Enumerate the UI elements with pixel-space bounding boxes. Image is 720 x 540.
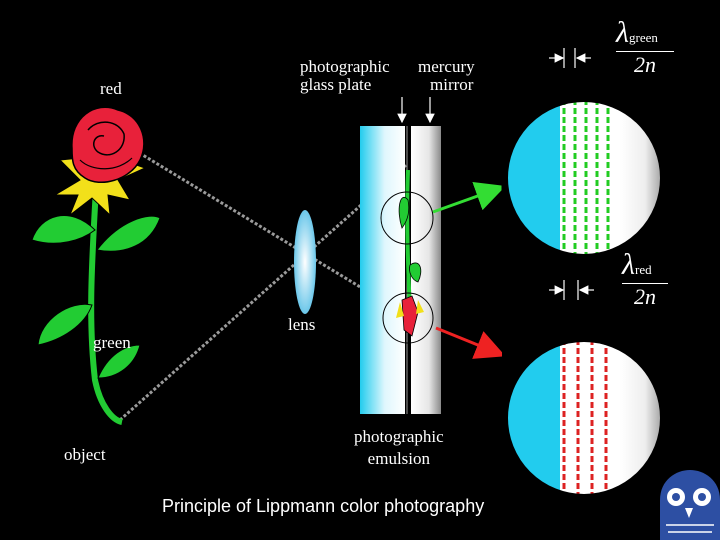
- formula-green-den: 2n: [634, 52, 656, 77]
- label-mercury-mirror-line2: mirror: [430, 74, 474, 94]
- formula-green: λgreen 2n: [616, 18, 674, 78]
- arrow-red: [435, 326, 506, 359]
- formula-red-lambda: λ: [622, 248, 635, 281]
- label-green: green: [93, 333, 131, 352]
- formula-green-sub: green: [629, 30, 658, 45]
- label-glass-plate-line2: glass plate: [300, 74, 372, 94]
- label-emulsion-line1: photographic: [354, 427, 444, 446]
- label-red: red: [100, 79, 122, 98]
- owl-logo-icon: [660, 470, 720, 540]
- spacing-indicator-green: [549, 48, 591, 68]
- magnify-circle-top: [380, 191, 434, 245]
- label-mercury-mirror-line1: mercury: [418, 57, 475, 76]
- label-emulsion-line2: emulsion: [367, 448, 431, 468]
- arrow-green: [432, 181, 506, 214]
- lens-icon: [294, 210, 316, 314]
- label-lens: lens: [288, 315, 316, 334]
- label-glass-plate-line1: photographic: [300, 57, 390, 76]
- light-rays: [117, 138, 409, 422]
- label-emulsion: photographic emulsion: [354, 428, 444, 468]
- formula-red-bar: [622, 283, 668, 284]
- diagram-caption: Principle of Lippmann color photography: [162, 496, 485, 516]
- formula-green-bar: [616, 51, 674, 52]
- spacing-indicator-red: [549, 280, 594, 300]
- formula-red-sub: red: [635, 262, 652, 277]
- formula-green-lambda: λ: [616, 16, 629, 49]
- label-object: object: [64, 445, 106, 464]
- enlargement-red: [502, 332, 666, 508]
- label-mercury-mirror: mercury mirror: [418, 58, 475, 94]
- magnify-circle-bottom: [382, 292, 434, 344]
- formula-red: λred 2n: [622, 250, 668, 310]
- enlargement-green: [501, 89, 667, 267]
- label-glass-plate: photographic glass plate: [300, 58, 390, 94]
- formula-red-den: 2n: [634, 284, 656, 309]
- rose-icon: [31, 106, 161, 425]
- glass-plate: [360, 126, 405, 414]
